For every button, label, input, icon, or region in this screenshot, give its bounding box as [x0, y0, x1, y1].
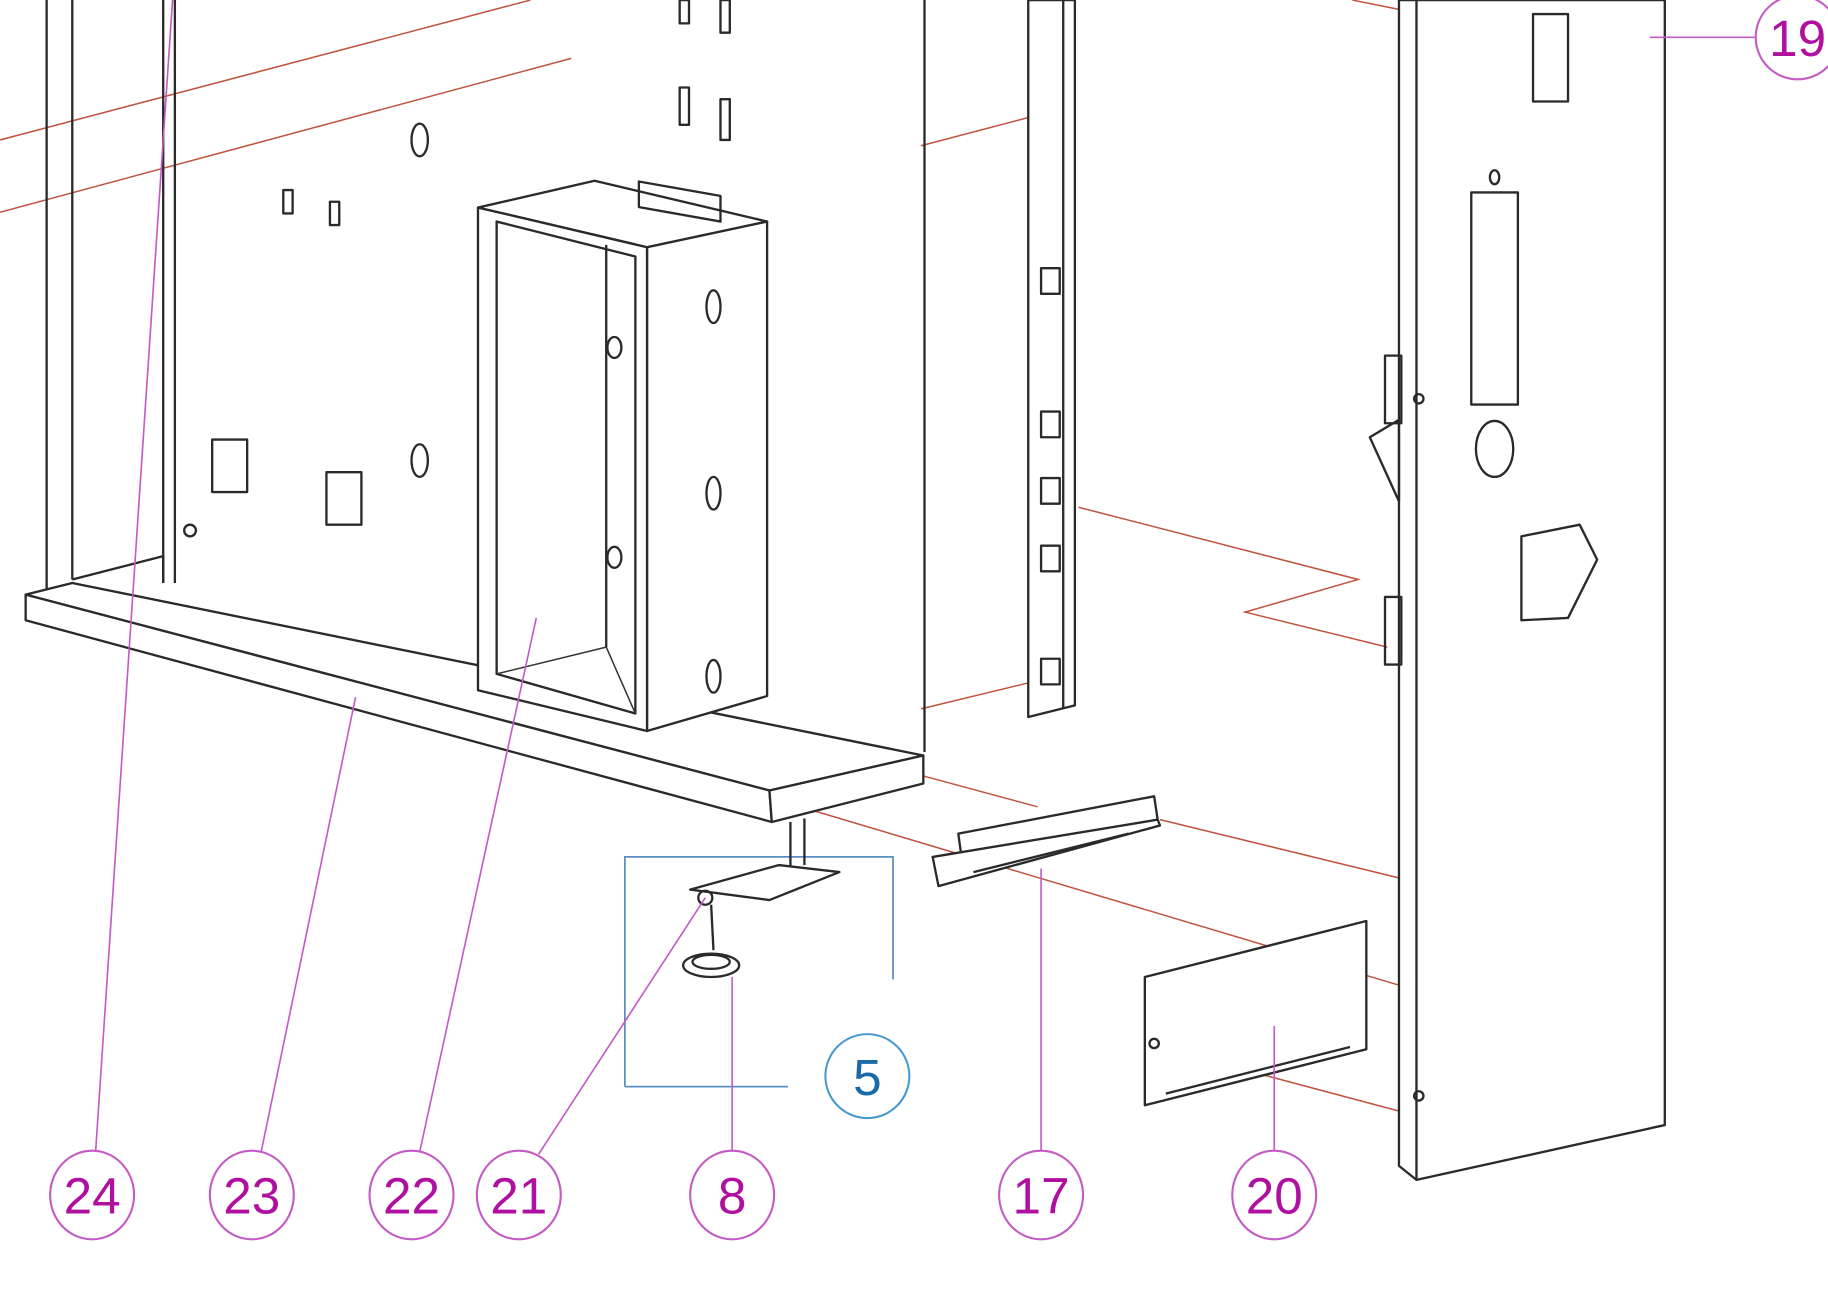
svg-text:8: 8 [718, 1168, 747, 1225]
vertical-rail [1027, 0, 1077, 719]
callout-8: 8 [689, 1149, 776, 1241]
enclosure-box [476, 179, 769, 733]
svg-text:21: 21 [490, 1168, 547, 1225]
assembly-lines [0, 0, 1400, 1112]
svg-text:19: 19 [1769, 10, 1826, 67]
mounting-bracket [931, 795, 1162, 888]
callout-19: 19 [1754, 0, 1828, 81]
callout-5-subassembly: 5 [824, 1033, 911, 1120]
svg-text:24: 24 [64, 1168, 121, 1225]
svg-text:22: 22 [383, 1168, 440, 1225]
cabinet-body [45, 0, 926, 753]
leader-lines [94, 0, 1755, 1155]
side-panel [1368, 0, 1666, 1182]
shelf [24, 581, 925, 824]
callout-20: 20 [1231, 1149, 1318, 1241]
callout-17: 17 [998, 1149, 1085, 1241]
svg-text:20: 20 [1246, 1168, 1303, 1225]
svg-text:17: 17 [1013, 1168, 1070, 1225]
callout-23: 23 [208, 1149, 295, 1241]
callout-24: 24 [49, 1149, 136, 1241]
cover-plate [1143, 919, 1368, 1107]
callout-21: 21 [475, 1149, 562, 1241]
svg-text:23: 23 [223, 1168, 280, 1225]
callout-22: 22 [368, 1149, 455, 1241]
svg-text:5: 5 [853, 1049, 882, 1106]
leveling-foot-assembly [624, 818, 894, 1088]
